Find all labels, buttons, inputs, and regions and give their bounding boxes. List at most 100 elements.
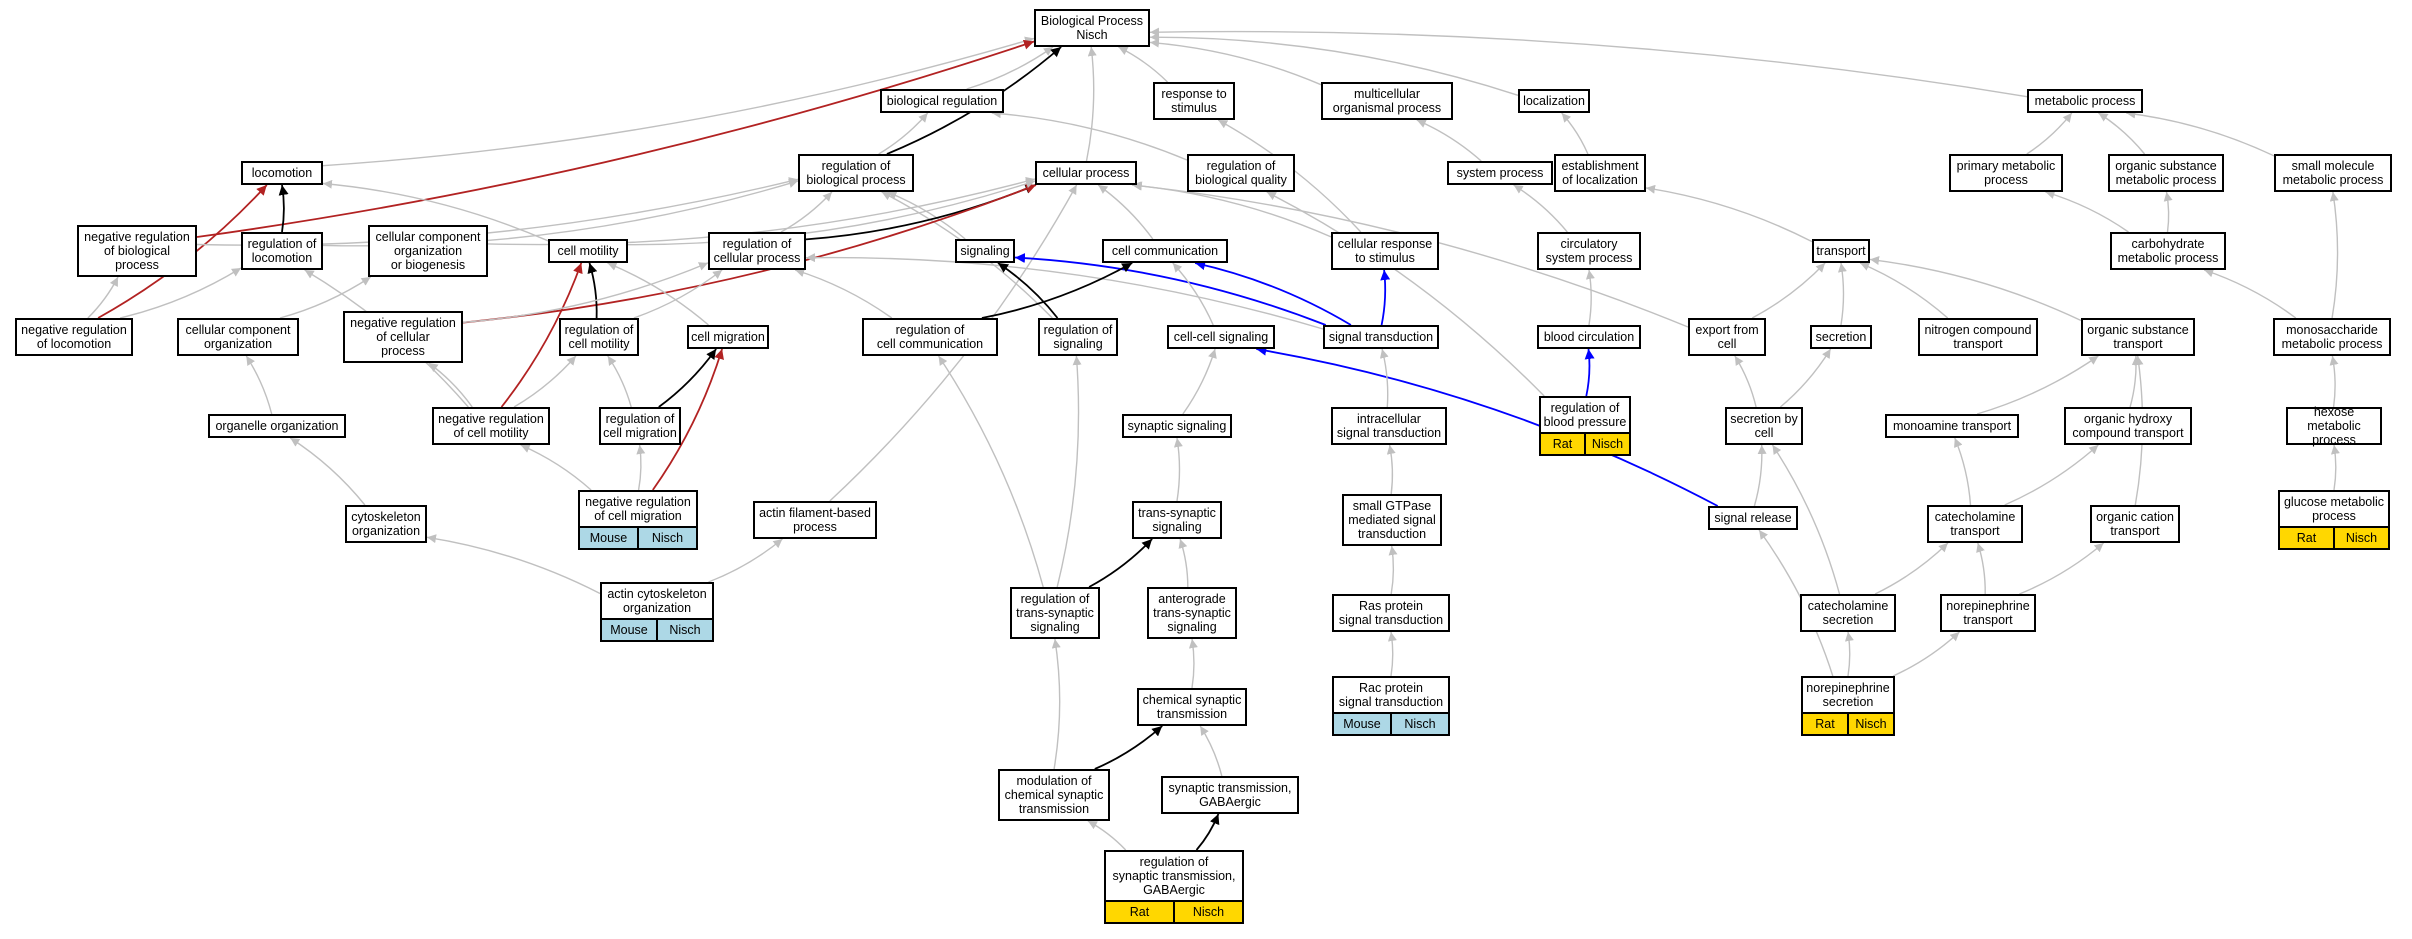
node-locomotion[interactable]: locomotion [241,161,323,185]
edge-cell_comm-to-cellular [1097,184,1154,240]
node-reg-gaba[interactable]: regulation of synaptic transmission, GAB… [1104,850,1244,902]
node-neg-reg-mot[interactable]: negative regulation of cell motility [432,407,550,445]
node-carb-met[interactable]: carbohydrate metabolic process [2110,232,2226,270]
edge-circ-to-system [1513,184,1568,233]
node-cell-resp[interactable]: cellular response to stimulus [1331,232,1439,270]
node-cell-comm[interactable]: cell communication [1102,239,1228,263]
node-neg-reg-cell-proc[interactable]: negative regulation of cellular process [343,311,463,363]
node-chem-syn[interactable]: chemical synaptic transmission [1137,688,1247,726]
node-sig-trans[interactable]: signal transduction [1323,325,1439,349]
species-tag: Mouse [589,531,628,545]
node-neg-reg-bio[interactable]: negative regulation of biological proces… [77,225,197,277]
node-glucose[interactable]: glucose metabolic process [2278,490,2390,528]
node-reg-bp[interactable]: regulation of blood pressure [1539,396,1631,434]
node-nitrogen[interactable]: nitrogen compound transport [1918,318,2038,356]
node-actin-cyto[interactable]: actin cytoskeleton organization [600,582,714,620]
node-norepi-trans[interactable]: norepinephrine transport [1940,594,2036,632]
edge-hexose-to-monosacch [2329,355,2339,408]
node-neg-reg-mig[interactable]: negative regulation of cell migration [578,490,698,528]
node-norepi-sec[interactable]: norepinephrine secretion [1801,676,1895,714]
node-cell-migration[interactable]: cell migration [687,325,769,349]
node-reg-cell-proc[interactable]: regulation of cellular process [708,232,806,270]
node-reg-loco[interactable]: regulation of locomotion [241,232,323,270]
edge-sig_trans-to-cell_resp [1380,269,1391,326]
node-cc-signaling[interactable]: cell-cell signaling [1167,325,1275,349]
node-cytoskeleton[interactable]: cytoskeleton organization [345,505,427,543]
node-transport[interactable]: transport [1812,239,1870,263]
node-sig-release[interactable]: signal release [1708,506,1798,530]
edge-rac-to-ras [1387,631,1397,677]
node-ras[interactable]: Ras protein signal transduction [1332,594,1450,632]
edge-sig_trans-to-cell_comm [1194,260,1352,326]
node-monoamine[interactable]: monoamine transport [1885,414,2019,438]
edge-neg_reg_mot-to-neg_reg_cell_proc [428,362,473,408]
species-tag: Rat [1815,717,1835,731]
node-bp[interactable]: Biological Process Nisch [1034,9,1150,47]
node-primary-met[interactable]: primary metabolic process [1949,154,2063,192]
node-blood-circ[interactable]: blood circulation [1537,325,1641,349]
node-system[interactable]: system process [1447,161,1553,185]
node-cc-org-bio[interactable]: cellular component organization or bioge… [368,225,488,277]
node-reg-bio-quality[interactable]: regulation of biological quality [1187,154,1295,192]
edge-sec_by_cell-to-secretion [1779,348,1832,408]
node-org-sub-met[interactable]: organic substance metabolic process [2108,154,2224,192]
node-reg-trans-syn[interactable]: regulation of trans-synaptic signaling [1010,587,1100,639]
node-small-mol[interactable]: small molecule metabolic process [2274,154,2392,192]
node-sec-by-cell[interactable]: secretion by cell [1725,407,1803,445]
edge-resp_stim-to-bp [1118,46,1168,83]
node-bio-reg[interactable]: biological regulation [880,89,1004,113]
node-reg-cell-mig[interactable]: regulation of cell migration [599,407,681,445]
node-org-hydroxy[interactable]: organic hydroxy compound transport [2064,407,2192,445]
gene-tag: Nisch [1173,902,1242,922]
node-reg-cell-mot[interactable]: regulation of cell motility [559,318,639,356]
node-localization[interactable]: localization [1518,89,1590,113]
node-cell-motility[interactable]: cell motility [548,239,628,263]
node-multicell[interactable]: multicellular organismal process [1321,82,1453,120]
node-trans-syn[interactable]: trans-synaptic signaling [1132,501,1222,539]
edge-catechol_sec-to-catechol_trans [1874,542,1949,595]
node-cellular[interactable]: cellular process [1035,161,1137,185]
node-export[interactable]: export from cell [1688,318,1766,356]
node-reg-signaling[interactable]: regulation of signaling [1038,318,1118,356]
node-signaling[interactable]: signaling [955,239,1015,263]
node-catechol-sec[interactable]: catecholamine secretion [1800,594,1896,632]
edge-neg_reg_mot-to-reg_cell_mot [513,355,577,408]
node-hexose[interactable]: hexose metabolic process [2286,405,2382,447]
node-neg-reg-loco[interactable]: negative regulation of locomotion [15,318,133,356]
edge-neg_reg_loco-to-reg_loco [119,267,242,319]
edge-reg_cell_comm-to-cell_comm [981,262,1133,319]
node-rac[interactable]: Rac protein signal transduction [1332,676,1450,714]
node-org-sub-trans[interactable]: organic substance transport [2081,318,2195,356]
node-intracell[interactable]: intracellular signal transduction [1331,407,1447,445]
node-org-cation[interactable]: organic cation transport [2090,505,2180,543]
node-mod-chem[interactable]: modulation of chemical synaptic transmis… [998,769,1110,821]
node-syn-sig[interactable]: synaptic signaling [1122,414,1232,438]
node-metabolic[interactable]: metabolic process [2027,89,2143,113]
gene-tag: Nisch [1847,714,1893,734]
node-secretion[interactable]: secretion [1810,325,1872,349]
node-actin-fil[interactable]: actin filament-based process [753,501,877,539]
edge-monosacch-to-small_mol [2329,191,2339,319]
edge-system-to-multicell [1416,119,1482,162]
node-reg-bio[interactable]: regulation of biological process [798,154,914,192]
node-gtpase[interactable]: small GTPase mediated signal transductio… [1342,494,1442,546]
edge-neg_reg_cell_proc-to-reg_cell_proc [462,262,709,324]
node-circ[interactable]: circulatory system process [1537,232,1641,270]
node-resp-stim[interactable]: response to stimulus [1153,82,1235,120]
node-gaba[interactable]: synaptic transmission, GABAergic [1161,776,1299,814]
node-catechol-trans[interactable]: catecholamine transport [1927,505,2023,543]
edge-chem_syn-to-antero [1188,638,1198,689]
node-monosacch[interactable]: monosaccharide metabolic process [2273,318,2391,356]
node-organelle[interactable]: organelle organization [208,414,346,438]
edge-neg_reg_bio-to-bp [196,39,1035,238]
edge-reg_loco-to-locomotion [278,184,289,233]
node-reg-cell-comm[interactable]: regulation of cell communication [862,318,998,356]
node-antero[interactable]: anterograde trans-synaptic signaling [1147,587,1237,639]
node-est-loc[interactable]: establishment of localization [1554,154,1646,192]
edge-reg_bio_quality-to-bio_reg [991,109,1188,161]
edge-reg_trans_syn-to-reg_signaling [1056,355,1082,588]
node-cc-org[interactable]: cellular component organization [177,318,299,356]
